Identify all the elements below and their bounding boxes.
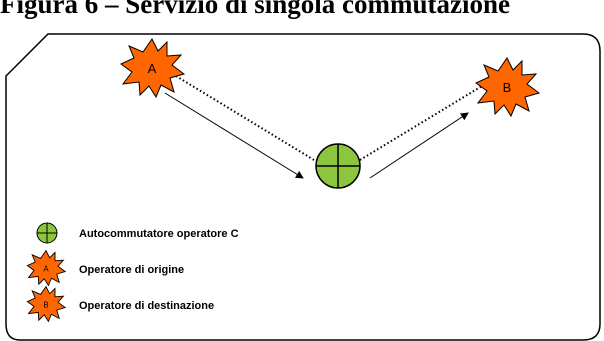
legend: Autocommutatore operatore C A Operatore …: [26, 222, 239, 322]
legend-origin-star-icon: A: [26, 250, 66, 286]
legend-switch-label: Autocommutatore operatore C: [79, 228, 239, 240]
origin-operator-label: A: [148, 61, 157, 76]
legend-destination-label: Operatore di destinazione: [79, 300, 214, 312]
legend-destination-star-label: B: [43, 301, 48, 310]
origin-operator-star: A: [120, 38, 185, 98]
route-arrow-switch-to-destination: [369, 112, 469, 179]
switch-operator-c-icon: [315, 143, 361, 189]
legend-destination-star-icon: B: [26, 286, 66, 322]
legend-switch-icon: [36, 222, 58, 244]
diagram-frame: [5, 33, 601, 341]
figure-title: Figura 6 – Servizio di singola commutazi…: [0, 0, 510, 19]
route-arrow-origin-to-switch: [164, 92, 304, 179]
legend-origin-label: Operatore di origine: [79, 264, 184, 276]
signal-line-switch-to-destination: [359, 85, 483, 161]
destination-operator-label: B: [503, 80, 512, 95]
destination-operator-star: B: [475, 57, 540, 117]
legend-origin-star-label: A: [43, 265, 49, 274]
signal-line-origin-to-switch: [175, 75, 315, 161]
